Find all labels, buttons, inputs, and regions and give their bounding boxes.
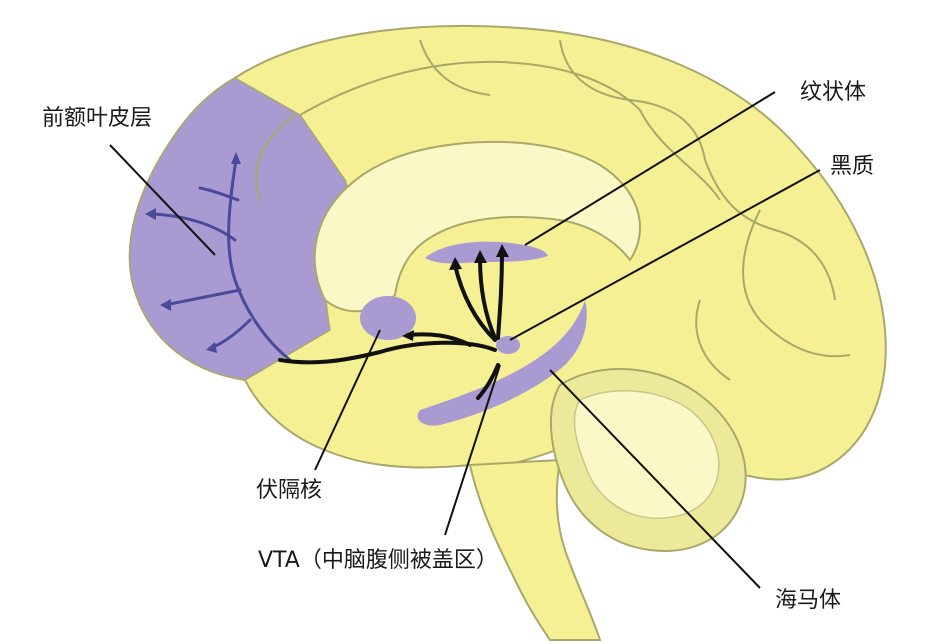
leader-lines (109, 91, 821, 589)
label-prefrontal-cortex: 前额叶皮层 (42, 106, 153, 131)
leader-substantia-nigra (509, 169, 821, 341)
cerebellum-inner (573, 390, 720, 519)
mesolimbic-pathway (278, 250, 504, 400)
leader-vta (444, 364, 501, 536)
striatum-region (425, 241, 548, 264)
label-substantia-nigra: 黑质 (830, 154, 875, 179)
cortex-arrowheads (145, 152, 241, 353)
label-hippocampus: 海马体 (775, 588, 842, 613)
label-nucleus-accumbens: 伏隔核 (256, 478, 323, 503)
label-striatum: 纹状体 (800, 80, 867, 105)
pathway-arrowheads (402, 244, 509, 341)
substantia-nigra-region (496, 336, 520, 354)
leader-prefrontal (109, 144, 216, 256)
gyri-lines (255, 39, 851, 381)
nucleus-accumbens-region (360, 296, 416, 340)
leader-striatum (524, 91, 776, 246)
corpus-callosum (313, 140, 641, 313)
label-vta: VTA（中脑腹侧被盖区） (258, 548, 498, 573)
brainstem (468, 458, 602, 641)
leader-nucleus-accumbens (314, 329, 381, 471)
leader-hippocampus (549, 369, 761, 589)
hippocampus-region (417, 300, 587, 426)
